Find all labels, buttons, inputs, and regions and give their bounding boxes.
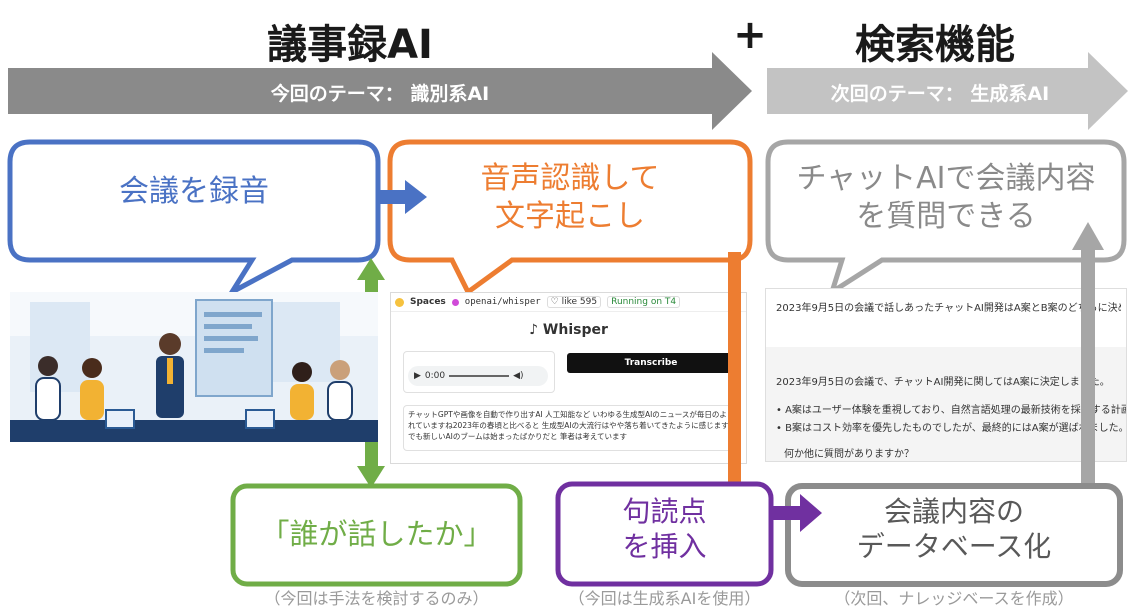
like-label: like (561, 297, 578, 307)
transcript-line: チャットGPTや画像を自動で作り出すAI 人工知能など いわゆる生成型AIのニュ… (408, 410, 735, 419)
next-theme-label: 次回のテーマ： 生成系AI (830, 83, 1050, 105)
punct-box-text: 句読点 を挿入 (558, 494, 771, 564)
whisper-title-row: ♪ Whisper (391, 322, 746, 338)
theme-arrows (8, 52, 1128, 130)
audio-progress-track[interactable] (449, 375, 510, 377)
transcript-line: れていますね2023年の春頃と比べると 生成型AIの大流行はやや落ち着いてきたよ… (408, 420, 735, 430)
chat-bullet-text: B案はコスト効率を優先したものでしたが、最終的にはA案が選ばれました。 (785, 423, 1127, 434)
chat-line: を質問できる (856, 198, 1036, 234)
punct-line: 句読点 (622, 495, 707, 528)
chat-line: チャットAIで会議内容 (796, 161, 1096, 196)
gray-arrow-shaft (1081, 248, 1095, 486)
spaces-link[interactable]: Spaces (410, 297, 446, 307)
audio-player[interactable]: ▶ 0:00 ◀) (408, 366, 548, 386)
like-button[interactable]: ♡ like 595 (546, 296, 602, 308)
chat-answer-area: 2023年9月5日の会議で、チャットAI開発に関してはA案に決定しました。 • … (766, 347, 1126, 461)
transcribe-line: 音声認識して (480, 161, 660, 196)
gray-arrow-head (1072, 222, 1104, 250)
chat-bubble (765, 139, 1127, 298)
title-search: 検索機能 (855, 22, 1015, 68)
transcript-line: でも新しいAIのブームは始まったばかりだと 筆者は考えています (408, 431, 627, 441)
purple-arrow (771, 494, 822, 532)
chat-bubble-text: チャットAIで会議内容 を質問できる (768, 160, 1124, 235)
database-box (785, 483, 1123, 587)
punct-box (555, 481, 774, 587)
green-arrow-bottom-head (357, 466, 385, 488)
chat-question: 2023年9月5日の会議で話しあったチャットAI開発はA案とB案のどちらに決めま… (776, 303, 1121, 314)
chat-bullet-text: A案はユーザー体験を重視しており、自然言語処理の最新技術を採用する計画です。 (785, 405, 1127, 416)
punct-caption: （今回は生成系AIを使用） (568, 589, 761, 608)
volume-icon[interactable]: ◀) (513, 371, 524, 381)
database-caption: （次回、ナレッジベースを作成） (834, 589, 1074, 608)
transcribe-button[interactable]: Transcribe (567, 353, 735, 373)
like-count: 595 (579, 297, 598, 307)
hf-logo-icon (395, 297, 404, 307)
database-line: データベース化 (856, 530, 1052, 563)
record-bubble-text: 会議を録音 (119, 174, 269, 209)
music-note-icon: ♪ (529, 322, 543, 338)
chat-screenshot: 2023年9月5日の会議で話しあったチャットAI開発はA案とB案のどちらに決めま… (765, 288, 1127, 462)
current-theme-label: 今回のテーマ： 識別系AI (270, 83, 490, 105)
meeting-illustration (10, 292, 378, 442)
database-line: 会議内容の (883, 495, 1024, 528)
database-box-text: 会議内容の データベース化 (788, 494, 1120, 564)
chat-answer-intro: 2023年9月5日の会議で、チャットAI開発に関してはA案に決定しました。 (776, 377, 1110, 388)
blue-arrow (379, 180, 427, 214)
speaker-box-text: 「誰が話したか」 (260, 517, 493, 551)
play-icon[interactable]: ▶ (414, 371, 421, 381)
chat-bullet: • A案はユーザー体験を重視しており、自然言語処理の最新技術を採用する計画です。 (776, 401, 1127, 416)
repo-name[interactable]: openai/whisper (464, 297, 541, 307)
transcribe-bubble (387, 139, 753, 296)
speaker-caption: （今回は手法を検討するのみ） (264, 589, 489, 608)
chat-bullet: • B案はコスト効率を優先したものでしたが、最終的にはA案が選ばれました。 (776, 423, 1127, 434)
audio-input-panel: ▶ 0:00 ◀) (403, 351, 555, 393)
green-arrow-top-head (357, 258, 385, 280)
next-theme-arrow (767, 52, 1128, 130)
running-badge: Running on T4 (607, 296, 681, 308)
openai-avatar-icon (451, 298, 459, 306)
speaker-box (230, 483, 523, 587)
transcribe-bubble-text: 音声認識して 文字起こし (390, 160, 750, 235)
plus-sign: + (733, 12, 767, 58)
punct-line: を挿入 (622, 530, 707, 563)
chat-followup: 何か他に質問がありますか？ (784, 449, 914, 460)
title-minutes-ai: 議事録AI (267, 22, 433, 68)
audio-time: 0:00 (424, 371, 446, 381)
current-theme-arrow (8, 52, 752, 130)
transcribe-line: 文字起こし (495, 198, 645, 234)
record-bubble (7, 139, 381, 299)
whisper-title: Whisper (542, 322, 608, 338)
whisper-screenshot: Spaces openai/whisper ♡ like 595 Running… (390, 292, 747, 464)
whisper-topbar: Spaces openai/whisper ♡ like 595 Running… (391, 293, 746, 312)
orange-arrow-shaft (728, 252, 741, 500)
